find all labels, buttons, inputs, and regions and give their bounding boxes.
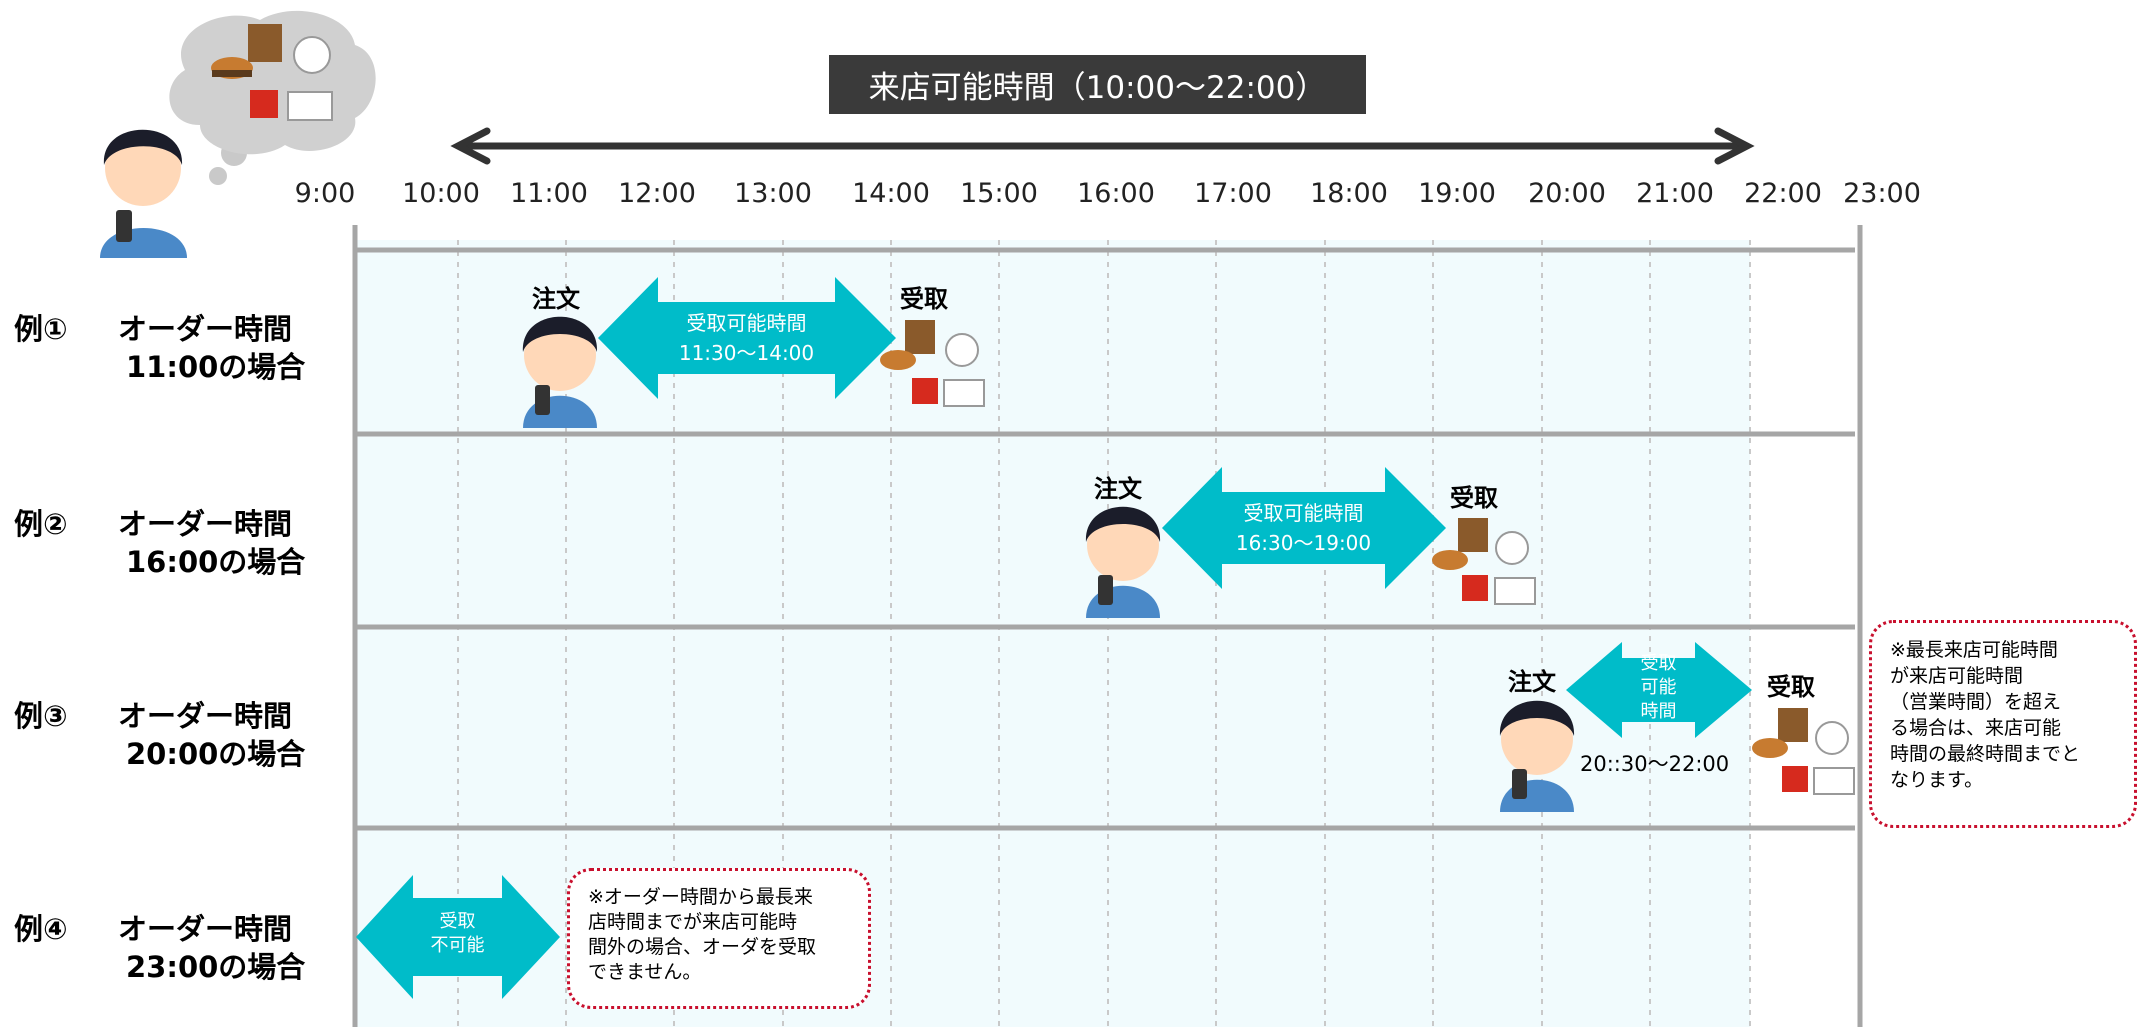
person-phone-icon: [100, 129, 187, 258]
business-hours-arrow: [450, 127, 1755, 165]
hour-label: 12:00: [618, 178, 696, 209]
order-time-title: オーダー時間: [118, 699, 293, 733]
note-line: 時間の最終時間までと: [1890, 743, 2081, 765]
order-tag: 注文: [1094, 475, 1142, 503]
note-line: （営業時間）を超え: [1890, 691, 2062, 713]
row1-pickup-window-arrow: [598, 277, 896, 399]
note-line: なります。: [1890, 769, 1984, 791]
hour-label: 18:00: [1310, 178, 1388, 209]
hour-label: 22:00: [1744, 178, 1822, 209]
hour-label: 19:00: [1418, 178, 1496, 209]
hour-label: 9:00: [294, 178, 356, 209]
example-number: 例④: [14, 912, 68, 946]
window-label: 受取: [1640, 653, 1677, 674]
window-range: 11:30〜14:00: [678, 341, 815, 365]
example-number: 例③: [14, 699, 68, 733]
row4-label: 例④ オーダー時間 23:00の場合: [14, 910, 305, 986]
row1-window-text: 受取可能時間 11:30〜14:00: [658, 308, 835, 368]
hour-label: 10:00: [402, 178, 480, 209]
business-hours-banner: 来店可能時間（10:00〜22:00）: [829, 55, 1366, 114]
row3-order-person: [1499, 700, 1575, 812]
row3-window-range: 20::30〜22:00: [1580, 752, 1730, 776]
row3-window-text: 受取 可能 時間: [1622, 652, 1695, 724]
note-line: ※オーダー時間から最長来: [588, 886, 813, 908]
thought-bubble-food-icon: [169, 10, 376, 185]
order-time-title: オーダー時間: [118, 312, 293, 346]
note-line: できません。: [588, 961, 702, 983]
hour-label: 21:00: [1636, 178, 1714, 209]
note-line: が来店可能時間: [1890, 665, 2024, 687]
order-time-case: 16:00の場合: [126, 545, 306, 579]
hour-label: 20:00: [1528, 178, 1606, 209]
window-label: 時間: [1640, 701, 1677, 722]
window-label: 可能: [1640, 677, 1677, 698]
row3-label: 例③ オーダー時間 20:00の場合: [14, 697, 305, 773]
hour-label: 13:00: [734, 178, 812, 209]
example-number: 例①: [14, 312, 68, 346]
row2-window-text: 受取可能時間 16:30〜19:00: [1222, 498, 1385, 558]
order-tag: 注文: [532, 285, 580, 313]
max-visit-note: ※最長来店可能時間 が来店可能時間 （営業時間）を超え る場合は、来店可能 時間…: [1869, 620, 2137, 828]
row4-pickup-unavailable-arrow: [356, 875, 560, 999]
hour-label: 15:00: [960, 178, 1038, 209]
row2-pickup-window-arrow: [1162, 467, 1446, 589]
row1-order-person: [522, 316, 598, 428]
window-label: 不可能: [430, 935, 485, 956]
pickup-tag: 受取: [900, 285, 948, 313]
window-label: 受取: [439, 911, 476, 932]
order-time-case: 20:00の場合: [126, 737, 306, 771]
note-line: ※最長来店可能時間: [1890, 639, 2058, 661]
hour-label: 14:00: [852, 178, 930, 209]
hour-label: 16:00: [1077, 178, 1155, 209]
row2-label: 例② オーダー時間 16:00の場合: [14, 505, 305, 581]
note-line: る場合は、来店可能: [1890, 717, 2062, 739]
row3-pickup-window-arrow: [1566, 642, 1752, 738]
hour-label: 11:00: [510, 178, 588, 209]
not-available-note: ※オーダー時間から最長来 店時間までが来店可能時 間外の場合、オーダを受取 でき…: [567, 868, 871, 1009]
row2-order-person: [1085, 506, 1161, 618]
window-label: 受取可能時間: [686, 311, 807, 335]
row1-pickup-food: [880, 320, 985, 407]
order-time-title: オーダー時間: [118, 912, 293, 946]
note-line: 店時間までが来店可能時: [588, 911, 798, 933]
order-time-case: 11:00の場合: [126, 350, 306, 384]
hour-label: 23:00: [1843, 178, 1921, 209]
window-range: 16:30〜19:00: [1235, 531, 1372, 555]
hour-label: 17:00: [1194, 178, 1272, 209]
order-time-title: オーダー時間: [118, 507, 293, 541]
note-line: 間外の場合、オーダを受取: [588, 936, 817, 958]
row3-pickup-food: [1752, 708, 1855, 795]
pickup-tag: 受取: [1450, 484, 1498, 512]
row4-window-text: 受取 不可能: [413, 910, 502, 958]
order-tag: 注文: [1508, 668, 1556, 696]
example-number: 例②: [14, 507, 68, 541]
row-separators: [355, 247, 1855, 831]
row2-pickup-food: [1432, 518, 1536, 605]
row1-label: 例① オーダー時間 11:00の場合: [14, 310, 305, 386]
pickup-tag: 受取: [1767, 673, 1815, 701]
window-label: 受取可能時間: [1243, 501, 1364, 525]
order-time-case: 23:00の場合: [126, 950, 306, 984]
